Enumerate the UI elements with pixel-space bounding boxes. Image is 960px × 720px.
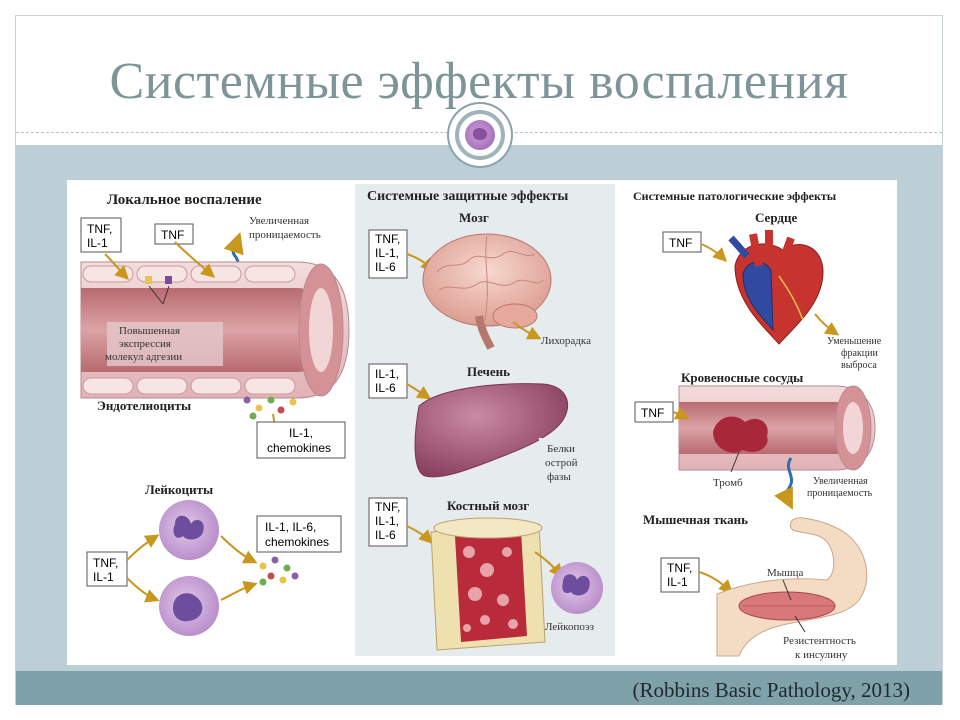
vessels-label: Кровеносные сосуды <box>681 370 803 385</box>
svg-text:TNF,: TNF, <box>87 222 112 236</box>
svg-text:IL-1,: IL-1, <box>375 246 399 260</box>
diagram-svg: Локальное воспаление TNF, IL-1 TNF Увели… <box>80 184 882 661</box>
pathologic-vessel <box>678 385 876 471</box>
svg-text:TNF: TNF <box>669 236 692 250</box>
muscle-label: Мышца <box>767 567 804 579</box>
arm-illustration <box>716 517 868 657</box>
insulin-resistance-label: Резистентность <box>783 635 856 647</box>
tnf-il1-box-b: TNF, IL-1 <box>86 551 128 587</box>
marrow-label: Костный мозг <box>447 498 529 513</box>
protective-heading: Системные защитные эффекты <box>367 189 568 204</box>
svg-text:TNF: TNF <box>641 406 664 420</box>
svg-text:экспрессия: экспрессия <box>119 338 171 350</box>
svg-text:TNF,: TNF, <box>375 500 400 514</box>
inflammation-diagram: Локальное воспаление TNF, IL-1 TNF Увели… <box>67 180 897 665</box>
thrombus-label: Тромб <box>713 477 743 489</box>
svg-text:IL-1, IL-6,: IL-1, IL-6, <box>265 520 316 534</box>
svg-text:IL-6: IL-6 <box>375 528 396 542</box>
svg-text:фракции: фракции <box>841 348 878 359</box>
il1-chemokines-box: IL-1, chemokines <box>256 421 346 459</box>
citation: (Robbins Basic Pathology, 2013) <box>632 678 910 702</box>
svg-text:проницаемость: проницаемость <box>249 229 321 241</box>
svg-text:к инсулину: к инсулину <box>795 649 848 661</box>
marrow-cytokines-box: TNF, IL-1, IL-6 <box>368 497 408 547</box>
adhesion-label: Повышенная <box>119 325 180 337</box>
local-heading: Локальное воспаление <box>107 192 262 208</box>
heart-tnf-box: TNF <box>662 231 702 253</box>
svg-text:TNF,: TNF, <box>93 556 118 570</box>
svg-text:выброса: выброса <box>841 360 877 371</box>
brain-illustration <box>422 233 552 350</box>
svg-text:TNF: TNF <box>161 228 184 242</box>
leukocyte-cell-icon <box>465 120 495 150</box>
svg-text:молекул адгезии: молекул адгезии <box>105 351 182 363</box>
liver-label: Печень <box>467 364 510 379</box>
svg-text:IL-6: IL-6 <box>375 381 396 395</box>
muscle-heading: Мышечная ткань <box>643 512 748 527</box>
svg-text:chemokines: chemokines <box>267 441 331 455</box>
svg-text:проницаемость: проницаемость <box>807 488 873 499</box>
footer-band <box>16 671 942 705</box>
local-inflammation-panel: Локальное воспаление TNF, IL-1 TNF Увели… <box>80 192 350 636</box>
fever-label: Лихорадка <box>541 335 591 347</box>
muscle-cytokines-box: TNF, IL-1 <box>660 557 700 593</box>
ejection-label: Уменьшение <box>827 336 882 347</box>
slide-title: Системные эффекты воспаления <box>109 53 849 110</box>
svg-text:фазы: фазы <box>547 471 571 483</box>
leukocyte-top <box>159 500 219 560</box>
svg-text:IL-1: IL-1 <box>93 570 114 584</box>
svg-text:IL-1: IL-1 <box>667 575 688 589</box>
heart-illustration <box>728 230 824 345</box>
tnf-box-a: TNF <box>154 223 194 245</box>
liver-cytokines-box: IL-1, IL-6 <box>368 363 408 399</box>
brain-label: Мозг <box>459 210 489 225</box>
leukopoiesis-cell <box>551 562 603 614</box>
pathologic-heading: Системные патологические эффекты <box>633 189 837 203</box>
chemokine-dots-a <box>243 396 297 420</box>
vessel-permeability-arrow <box>774 457 794 510</box>
protective-panel-content: Системные защитные эффекты Мозг TNF, IL-… <box>367 189 603 651</box>
leukocyte-bottom <box>159 576 219 636</box>
bone-marrow-illustration <box>430 517 546 651</box>
svg-text:IL-6: IL-6 <box>375 260 396 274</box>
permeability-label: Увеличенная <box>249 215 309 227</box>
brain-cytokines-box: TNF, IL-1, IL-6 <box>368 229 408 279</box>
endothelial-label: Эндотелиоциты <box>97 398 191 413</box>
pathologic-panel: Системные патологические эффекты Сердце … <box>633 189 882 661</box>
acute-proteins-label: Белки <box>547 443 575 455</box>
svg-text:острой: острой <box>545 457 578 469</box>
svg-text:TNF,: TNF, <box>667 561 692 575</box>
tnf-il1-box-a: TNF, IL-1 <box>80 217 122 253</box>
svg-text:IL-1: IL-1 <box>87 236 108 250</box>
chemokine-dots-b <box>259 556 299 586</box>
svg-text:chemokines: chemokines <box>265 535 329 549</box>
svg-text:IL-1,: IL-1, <box>375 367 399 381</box>
svg-text:TNF,: TNF, <box>375 232 400 246</box>
svg-text:IL-1,: IL-1, <box>375 514 399 528</box>
vessels-tnf-box: TNF <box>634 401 674 423</box>
leukocytes-label: Лейкоциты <box>145 482 213 497</box>
leukopoiesis-label: Лейкопоэз <box>545 621 594 633</box>
svg-text:IL-1,: IL-1, <box>289 426 313 440</box>
il1-il6-chemokines-box: IL-1, IL-6, chemokines <box>256 515 342 553</box>
vessel-permeability-label: Увеличенная <box>813 476 868 487</box>
heart-label: Сердце <box>755 210 797 225</box>
